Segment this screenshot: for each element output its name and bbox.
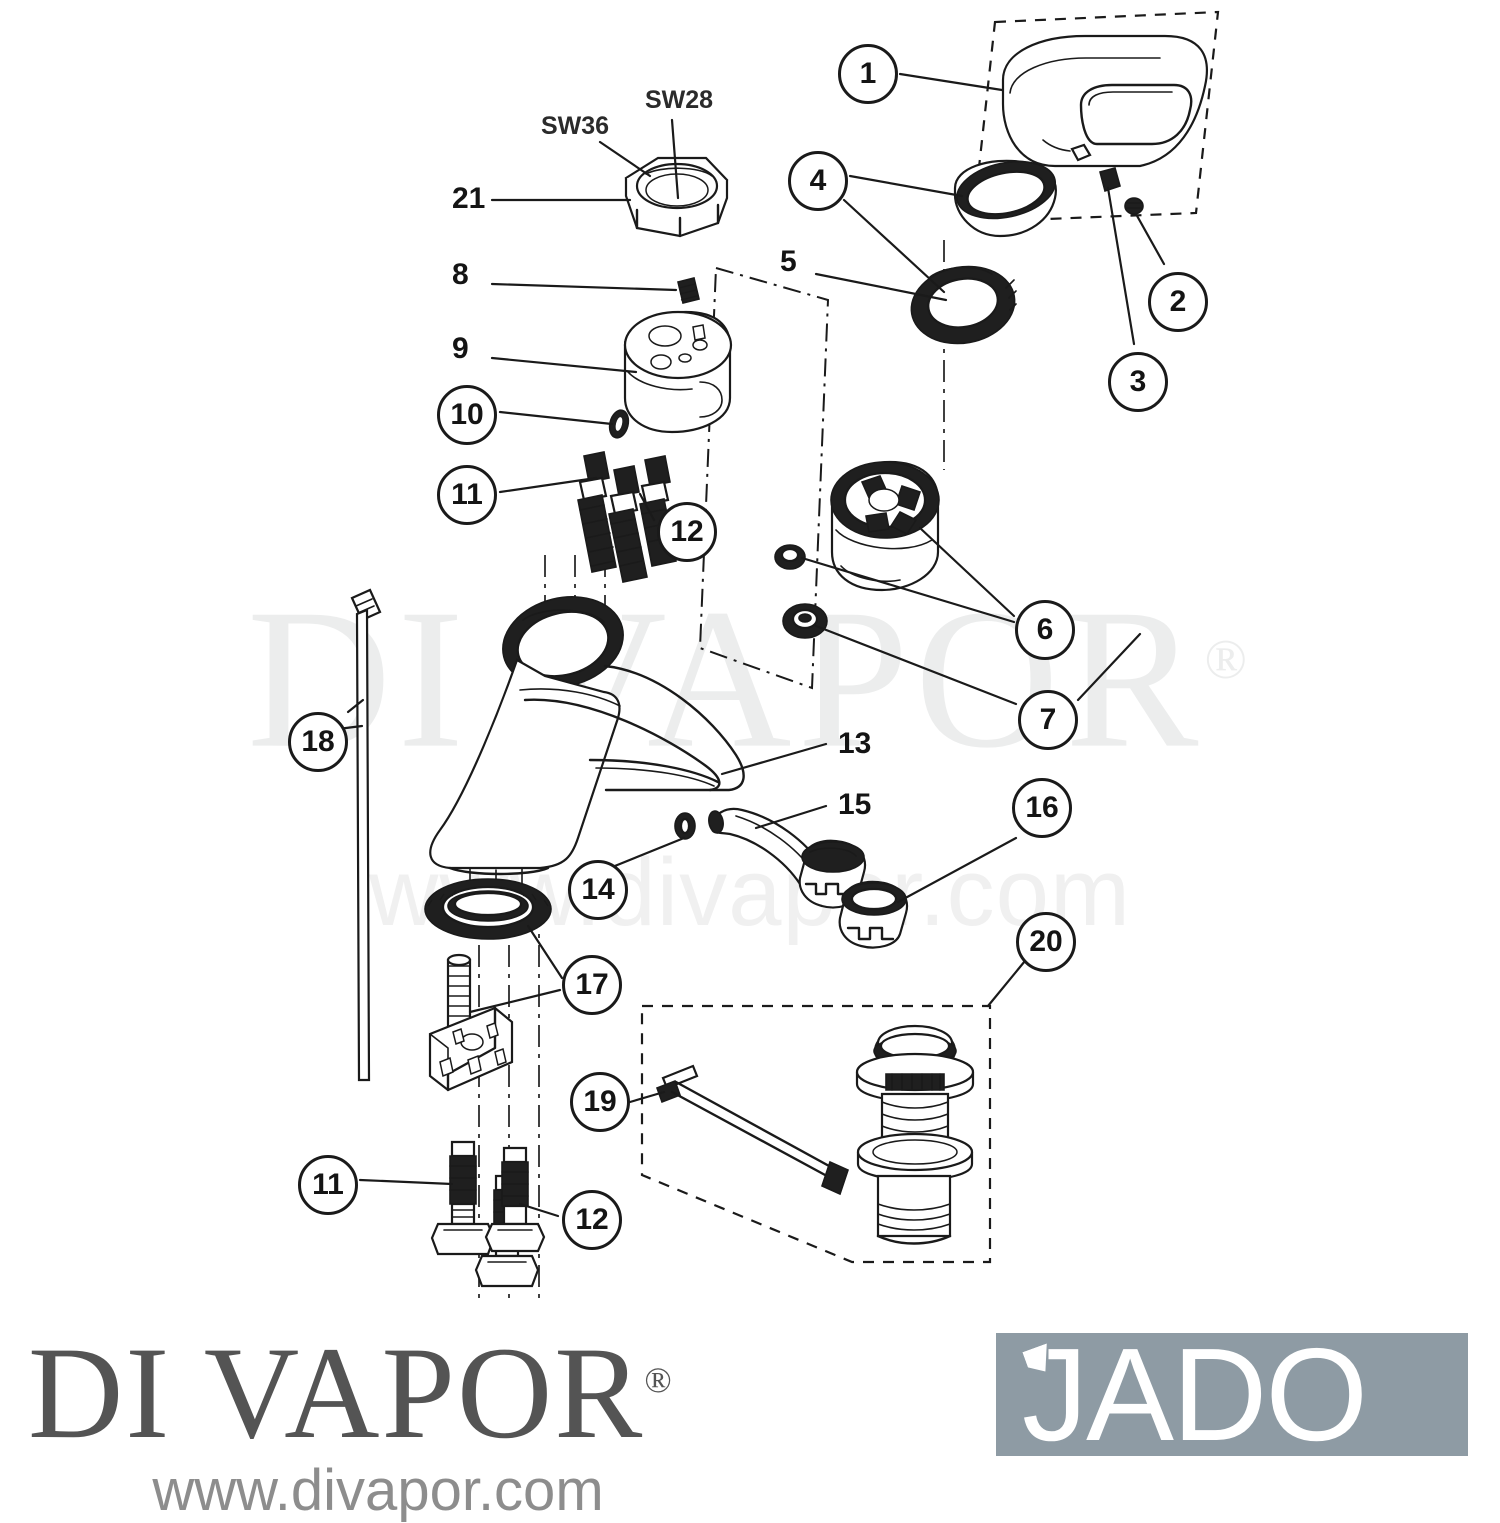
cartridge-o-ring-part — [608, 409, 630, 439]
spout-o-ring-part — [674, 812, 696, 840]
callout-4[interactable]: 4 — [788, 151, 848, 211]
callout-7[interactable]: 7 — [1018, 690, 1078, 750]
callout-19[interactable]: 19 — [570, 1072, 630, 1132]
callout-11[interactable]: 11 — [437, 465, 497, 525]
callout-12-lower[interactable]: 12 — [562, 1190, 622, 1250]
pop-up-lift-rod-part — [350, 588, 382, 1082]
hex-lock-nut-part — [624, 156, 729, 238]
callout-1[interactable]: 1 — [838, 44, 898, 104]
leader-lines — [328, 72, 1166, 1218]
waste-group-box — [640, 1004, 992, 1264]
cartridge-body-part — [623, 310, 733, 434]
divapor-wordmark-text: DI VAPOR — [28, 1319, 645, 1466]
lever-handle-part — [1001, 34, 1208, 168]
jado-logo: JADO — [996, 1329, 1468, 1461]
callout-8[interactable]: 8 — [452, 258, 469, 291]
cap-ring-part — [953, 159, 1057, 238]
spanner-label-sw28: SW28 — [645, 86, 714, 114]
spout-pipe-part — [708, 807, 867, 909]
callout-9[interactable]: 9 — [452, 332, 469, 365]
callout-20[interactable]: 20 — [1016, 912, 1076, 972]
mounting-bracket-part — [428, 1006, 514, 1092]
callout-11-lower[interactable]: 11 — [298, 1155, 358, 1215]
divapor-registered-mark: ® — [644, 1360, 674, 1400]
divapor-url: www.divapor.com — [152, 1458, 604, 1523]
callout-6[interactable]: 6 — [1015, 600, 1075, 660]
callout-12[interactable]: 12 — [657, 502, 717, 562]
callout-5[interactable]: 5 — [780, 245, 797, 278]
callout-14[interactable]: 14 — [568, 860, 628, 920]
cartridge-screw-part — [677, 277, 700, 304]
handle-group-box — [971, 10, 1220, 224]
callout-17[interactable]: 17 — [562, 955, 622, 1015]
callout-13[interactable]: 13 — [838, 727, 872, 760]
watermark-registered-mark: ® — [1204, 629, 1254, 691]
callout-10[interactable]: 10 — [437, 385, 497, 445]
jado-wordmark: JADO — [1022, 1321, 1368, 1468]
grub-screw-part — [1124, 197, 1144, 215]
lift-rod-linkage-part — [655, 1064, 849, 1196]
aerator-part — [838, 880, 909, 949]
tap-body-part — [429, 596, 745, 889]
index-plug-part — [1099, 167, 1121, 193]
spanner-label-sw36: SW36 — [541, 112, 610, 140]
flexible-hoses-lower — [430, 1140, 546, 1288]
callout-18[interactable]: 18 — [288, 712, 348, 772]
mounting-washer-part — [424, 878, 552, 940]
callout-15[interactable]: 15 — [838, 788, 872, 821]
seal-washer-small — [774, 544, 806, 570]
divapor-logo: DI VAPOR® www.divapor.com — [28, 1318, 768, 1521]
divapor-wordmark: DI VAPOR® — [28, 1318, 768, 1459]
callout-3[interactable]: 3 — [1108, 352, 1168, 412]
seal-washer-large — [782, 603, 828, 639]
callout-16[interactable]: 16 — [1012, 778, 1072, 838]
cartridge-assembly-part — [830, 460, 940, 592]
pop-up-waste-part — [855, 1024, 975, 1245]
callout-2[interactable]: 2 — [1148, 272, 1208, 332]
callout-21[interactable]: 21 — [452, 182, 486, 215]
